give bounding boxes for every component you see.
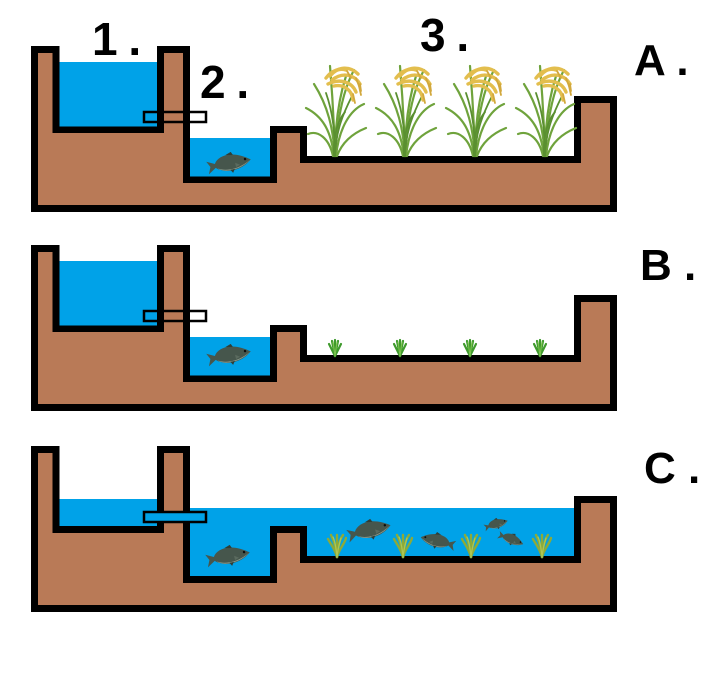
rice-sprout-icon xyxy=(462,338,478,358)
label-reservoir: 1 . xyxy=(92,13,141,65)
rice-plant-icon xyxy=(374,64,438,158)
reservoir-water xyxy=(59,499,157,526)
panel-a xyxy=(31,46,617,212)
flooded-field-water xyxy=(190,508,574,576)
panel-b xyxy=(31,245,617,411)
label-panel-b: B . xyxy=(640,241,697,290)
rice-plant-icon xyxy=(514,64,578,158)
pipe-outlet-icon xyxy=(142,110,208,124)
label-rice-field: 3 . xyxy=(420,9,469,61)
reservoir-water xyxy=(59,62,157,127)
panel-c xyxy=(31,446,617,612)
earth-cross-section xyxy=(31,245,617,411)
reservoir-water xyxy=(59,261,157,326)
label-panel-a: A . xyxy=(634,36,689,85)
rice-plant-icon xyxy=(304,64,368,158)
earth-cross-section xyxy=(31,446,617,612)
rice-sprout-icon xyxy=(392,338,408,358)
rice-plant-icon xyxy=(444,64,508,158)
rice-sprout-icon xyxy=(327,338,343,358)
pipe-outlet-icon xyxy=(142,510,208,524)
earth-cross-section xyxy=(31,46,617,212)
rice-sprout-icon xyxy=(532,338,548,358)
label-fish-pond: 2 . xyxy=(200,56,249,108)
pipe-outlet-icon xyxy=(142,309,208,323)
label-panel-c: C . xyxy=(644,444,701,493)
